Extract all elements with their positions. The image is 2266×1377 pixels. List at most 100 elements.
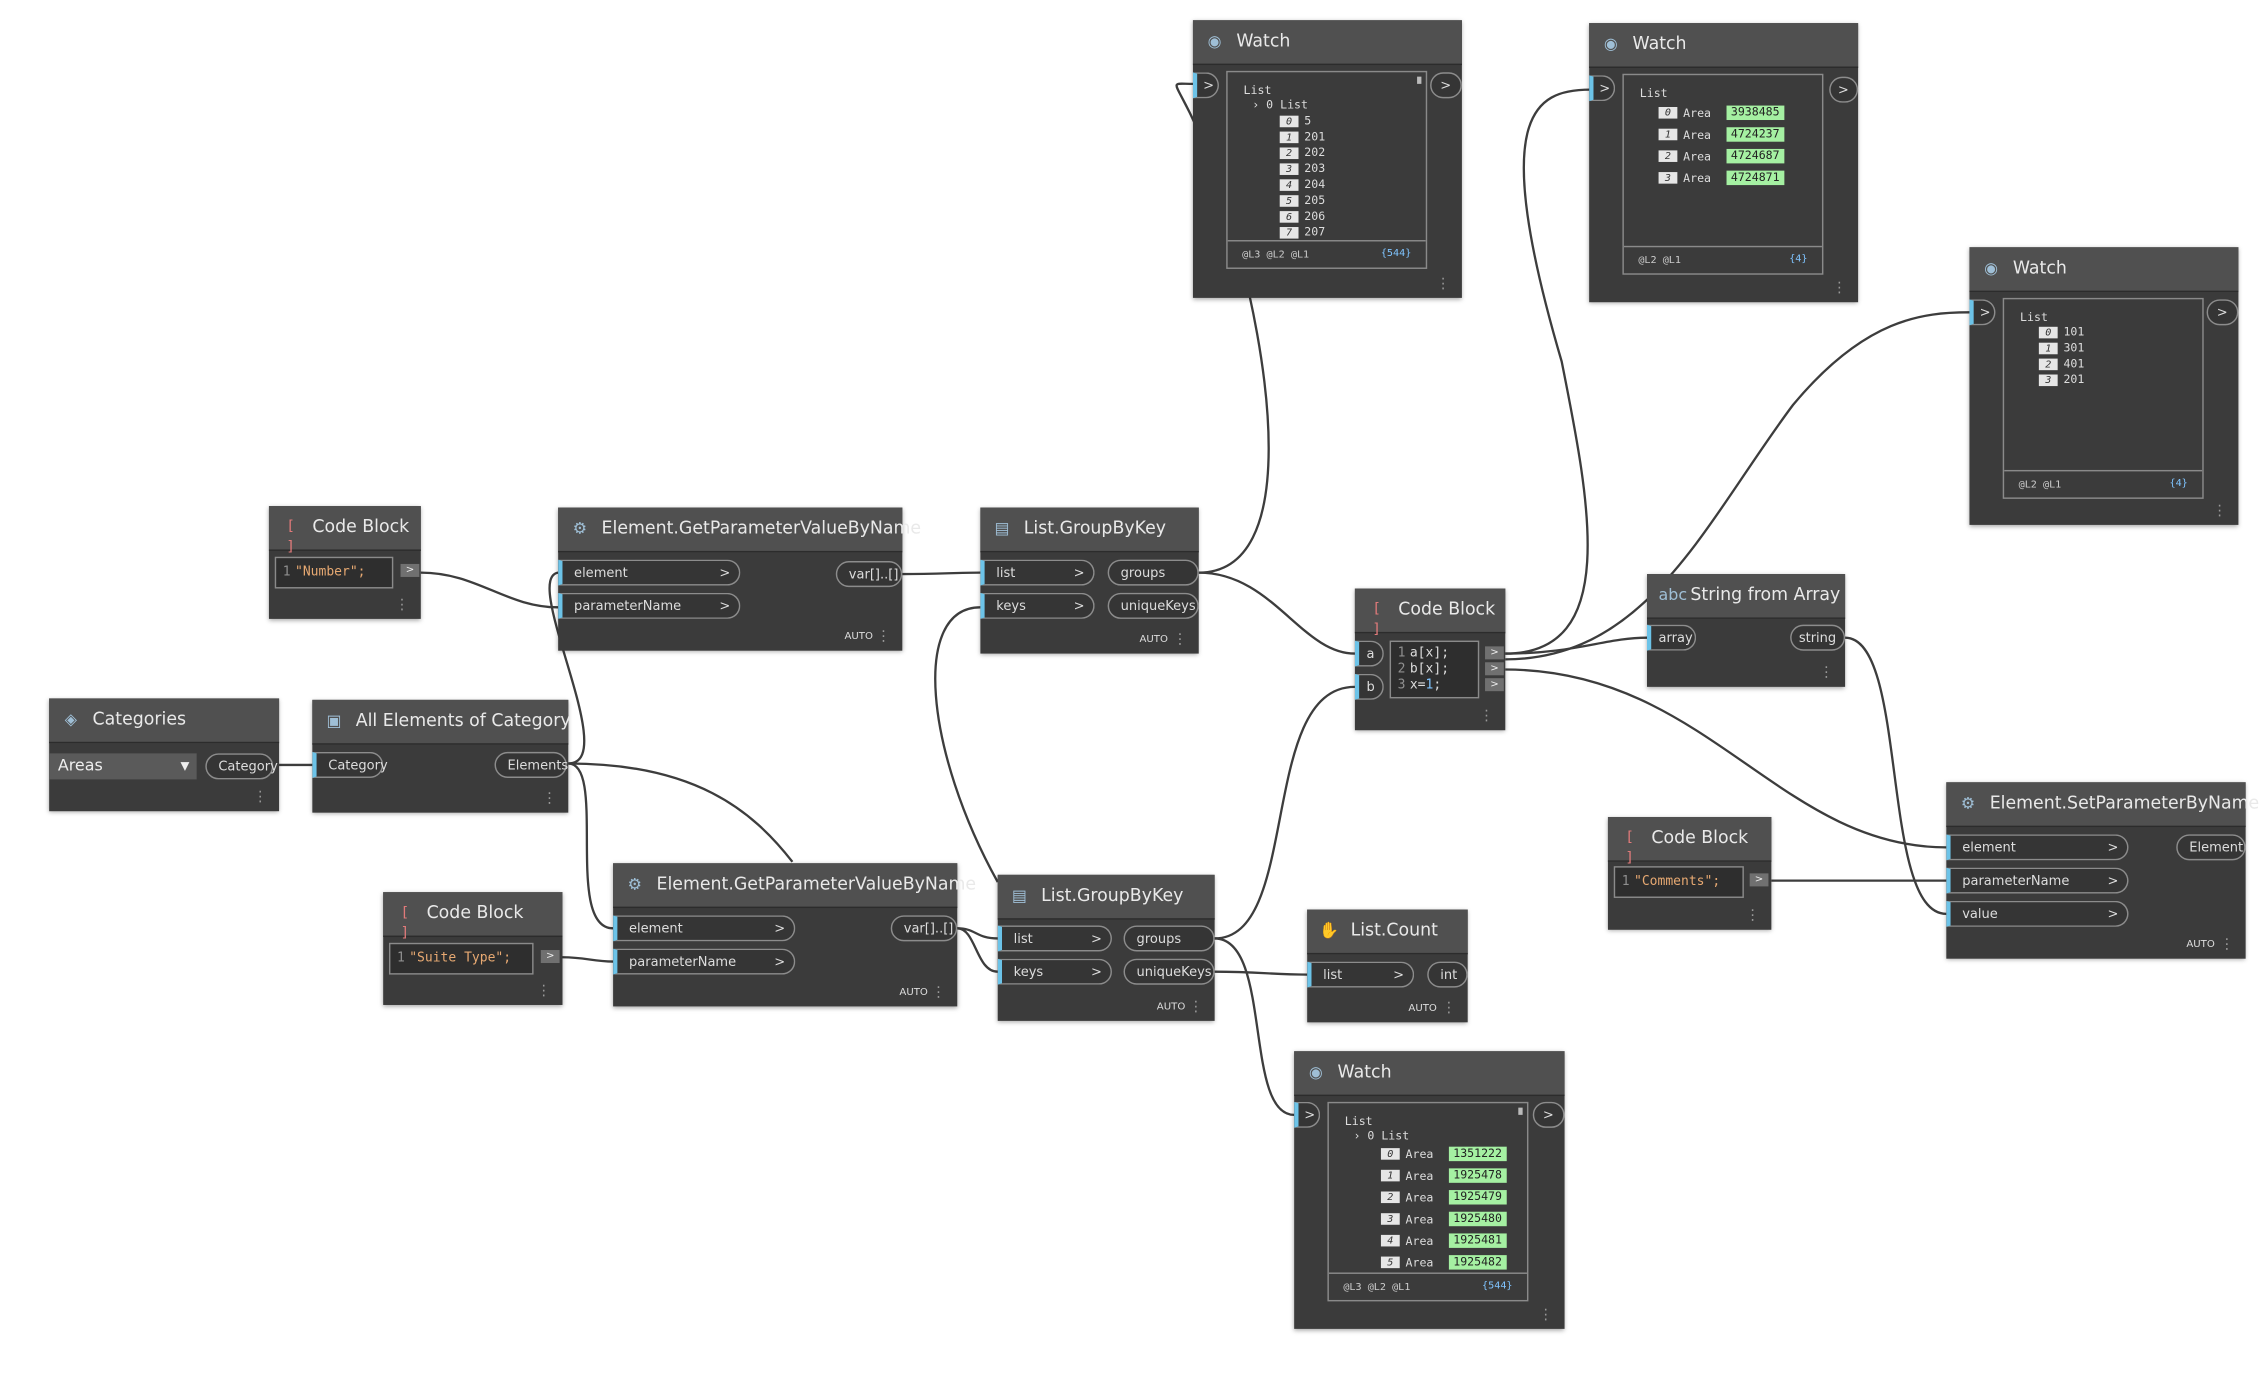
- more-options-icon[interactable]: ⋮: [1832, 280, 1847, 297]
- output-port[interactable]: >: [1430, 72, 1462, 99]
- input-port[interactable]: >: [1192, 72, 1219, 99]
- output-port-var[interactable]: var[]..[]: [890, 915, 958, 942]
- categories-node[interactable]: ◈Categories Areas▼ Category ⋮: [49, 698, 280, 812]
- node-header[interactable]: ⚙Element.GetParameterValueByName: [558, 507, 921, 553]
- node-header[interactable]: ◈Categories: [49, 698, 280, 744]
- input-port-element[interactable]: element>: [1946, 834, 2129, 861]
- input-port-element[interactable]: element>: [613, 915, 796, 942]
- input-port-parameter-name[interactable]: parameterName>: [1946, 867, 2129, 894]
- set-parameter-node[interactable]: ⚙Element.SetParameterByName element> par…: [1946, 782, 2259, 959]
- more-options-icon[interactable]: ⋮: [536, 983, 551, 1000]
- all-elements-node[interactable]: ▣All Elements of Category Category Eleme…: [312, 699, 571, 813]
- output-port-2[interactable]: >: [1485, 662, 1504, 676]
- output-port-groups[interactable]: groups: [1107, 559, 1199, 586]
- node-header[interactable]: ✋List.Count: [1307, 909, 1468, 955]
- code-block-number-node[interactable]: [ ]Code Block 1"Number"; > ⋮: [268, 506, 421, 619]
- output-port[interactable]: >: [1532, 1101, 1565, 1128]
- output-port-1[interactable]: >: [1485, 646, 1504, 660]
- category-dropdown[interactable]: Areas▼: [49, 753, 197, 780]
- output-port-var[interactable]: var[]..[]: [835, 561, 903, 588]
- output-port[interactable]: >: [1829, 76, 1859, 103]
- more-options-icon[interactable]: ⋮: [876, 629, 891, 645]
- output-port-groups[interactable]: groups: [1123, 925, 1215, 952]
- node-header[interactable]: ▣All Elements of Category: [312, 699, 571, 745]
- node-header[interactable]: ◉Watch: [1589, 23, 1859, 68]
- more-options-icon[interactable]: ⋮: [1172, 631, 1188, 648]
- group-by-key-node-2[interactable]: ▤List.GroupByKey list> keys> groups uniq…: [997, 874, 1215, 1021]
- node-header[interactable]: ⚙Element.GetParameterValueByName: [613, 863, 976, 909]
- output-port-category[interactable]: Category: [205, 753, 278, 780]
- more-options-icon[interactable]: ⋮: [394, 597, 410, 614]
- input-port[interactable]: >: [1294, 1101, 1321, 1128]
- more-options-icon[interactable]: ⋮: [1819, 665, 1834, 682]
- more-options-icon[interactable]: ⋮: [1745, 908, 1760, 924]
- input-port-element[interactable]: element>: [558, 559, 741, 586]
- input-port[interactable]: >: [1589, 75, 1616, 102]
- group-by-key-node-1[interactable]: ▤List.GroupByKey list> keys> groups uniq…: [980, 507, 1199, 654]
- input-port[interactable]: >: [1969, 299, 1996, 326]
- node-header[interactable]: ▤List.GroupByKey: [997, 874, 1215, 920]
- output-port-element[interactable]: Element: [2176, 834, 2246, 861]
- code-block-suite-type-node[interactable]: [ ]Code Block 1"Suite Type"; > ⋮: [383, 892, 563, 1005]
- output-port-3[interactable]: >: [1485, 678, 1504, 692]
- scrollbar[interactable]: [1417, 76, 1422, 84]
- output-port[interactable]: >: [1749, 873, 1769, 887]
- node-header[interactable]: [ ]Code Block: [383, 892, 563, 941]
- code-block-comments-node[interactable]: [ ]Code Block 1"Comments"; > ⋮: [1607, 816, 1772, 930]
- input-port-parameter-name[interactable]: parameterName>: [613, 948, 796, 975]
- output-port-elements[interactable]: Elements: [494, 751, 568, 778]
- output-port-unique-keys[interactable]: uniqueKeys: [1123, 958, 1215, 985]
- more-options-icon[interactable]: ⋮: [1188, 999, 1204, 1016]
- output-port-unique-keys[interactable]: uniqueKeys: [1107, 592, 1199, 619]
- input-port-category[interactable]: Category: [312, 751, 388, 778]
- output-port[interactable]: >: [2206, 299, 2239, 326]
- code-editor[interactable]: 1"Comments";: [1613, 866, 1744, 898]
- node-header[interactable]: [ ]Code Block: [268, 506, 421, 555]
- get-parameter-node-2[interactable]: ⚙Element.GetParameterValueByName element…: [613, 863, 976, 1007]
- input-port-array[interactable]: array: [1646, 624, 1697, 651]
- node-header[interactable]: [ ]Code Block: [1607, 816, 1772, 866]
- list-count-node[interactable]: ✋List.Count list> int AUTO ⋮: [1307, 909, 1468, 1023]
- more-options-icon[interactable]: ⋮: [1435, 276, 1451, 293]
- input-port-value[interactable]: value>: [1946, 900, 2129, 927]
- get-parameter-node-1[interactable]: ⚙Element.GetParameterValueByName element…: [558, 507, 921, 651]
- input-port-list[interactable]: list>: [997, 925, 1112, 952]
- code-editor[interactable]: 1"Suite Type";: [388, 942, 534, 975]
- more-options-icon[interactable]: ⋮: [1441, 1000, 1457, 1017]
- node-header[interactable]: [ ]Code Block: [1354, 588, 1506, 638]
- node-header[interactable]: ◉Watch: [1969, 247, 2239, 293]
- input-port-keys[interactable]: keys>: [980, 592, 1095, 619]
- node-header[interactable]: ▤List.GroupByKey: [980, 507, 1199, 553]
- node-header[interactable]: ⚙Element.SetParameterByName: [1946, 782, 2259, 828]
- input-port-a[interactable]: a: [1354, 640, 1384, 667]
- output-port[interactable]: >: [540, 950, 560, 964]
- input-port-parameter-name[interactable]: parameterName>: [558, 592, 741, 619]
- output-port-int[interactable]: int: [1427, 961, 1468, 988]
- more-options-icon[interactable]: ⋮: [2212, 503, 2227, 520]
- node-header[interactable]: ◉Watch: [1192, 20, 1462, 66]
- node-header[interactable]: ◉Watch: [1294, 1051, 1565, 1097]
- more-options-icon[interactable]: ⋮: [1479, 708, 1494, 725]
- output-port-string[interactable]: string: [1790, 624, 1846, 651]
- input-port-keys[interactable]: keys>: [997, 958, 1112, 985]
- output-port[interactable]: >: [400, 563, 420, 577]
- input-port-list[interactable]: list>: [980, 559, 1095, 586]
- more-options-icon[interactable]: ⋮: [931, 984, 946, 1001]
- input-port-b[interactable]: b: [1354, 673, 1384, 700]
- code-editor[interactable]: 1"Number";: [274, 556, 394, 589]
- more-options-icon[interactable]: ⋮: [1538, 1307, 1554, 1324]
- input-port-list[interactable]: list>: [1307, 961, 1415, 988]
